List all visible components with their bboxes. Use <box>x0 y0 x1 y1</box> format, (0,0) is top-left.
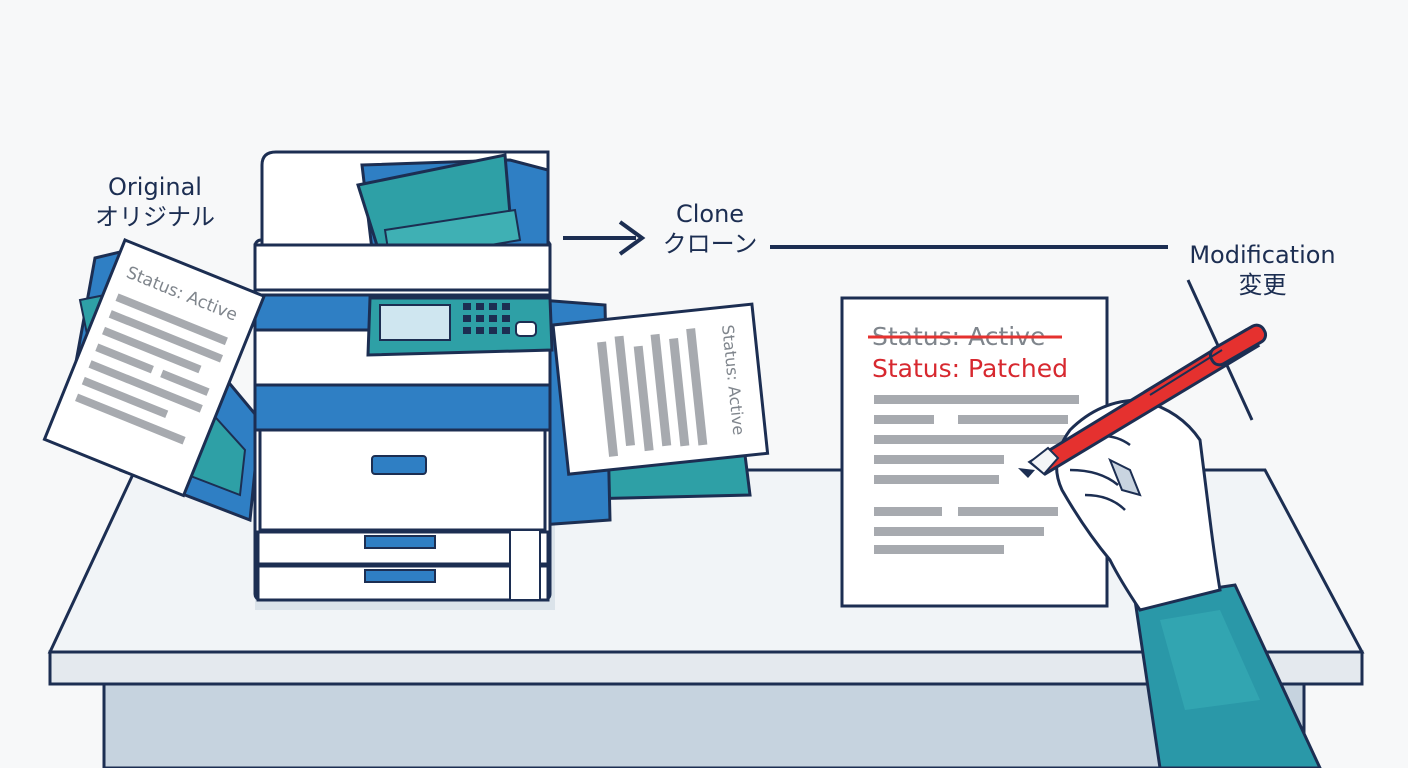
clone-label-ja: クローン <box>662 230 758 258</box>
modification-label-en: Modification <box>1189 241 1336 269</box>
copier-keypad <box>463 303 510 334</box>
arrow-right-icon <box>563 220 646 256</box>
new-status-text: Status: Patched <box>872 354 1068 383</box>
modification-label-ja: 変更 <box>1238 271 1287 299</box>
clone-label: Clone クローン <box>650 199 770 259</box>
clone-label-en: Clone <box>675 200 745 228</box>
desk-front <box>102 682 1306 768</box>
modification-label: Modification 変更 <box>1170 240 1355 300</box>
original-label-ja: オリジナル <box>95 203 215 231</box>
clone-document-icon: Status: Active <box>551 302 770 476</box>
pen-icon <box>1018 323 1268 478</box>
original-label-en: Original <box>108 173 202 201</box>
original-document-icon: Status: Active <box>42 238 267 498</box>
original-label: Original オリジナル <box>90 172 220 232</box>
copier-display <box>379 304 451 341</box>
